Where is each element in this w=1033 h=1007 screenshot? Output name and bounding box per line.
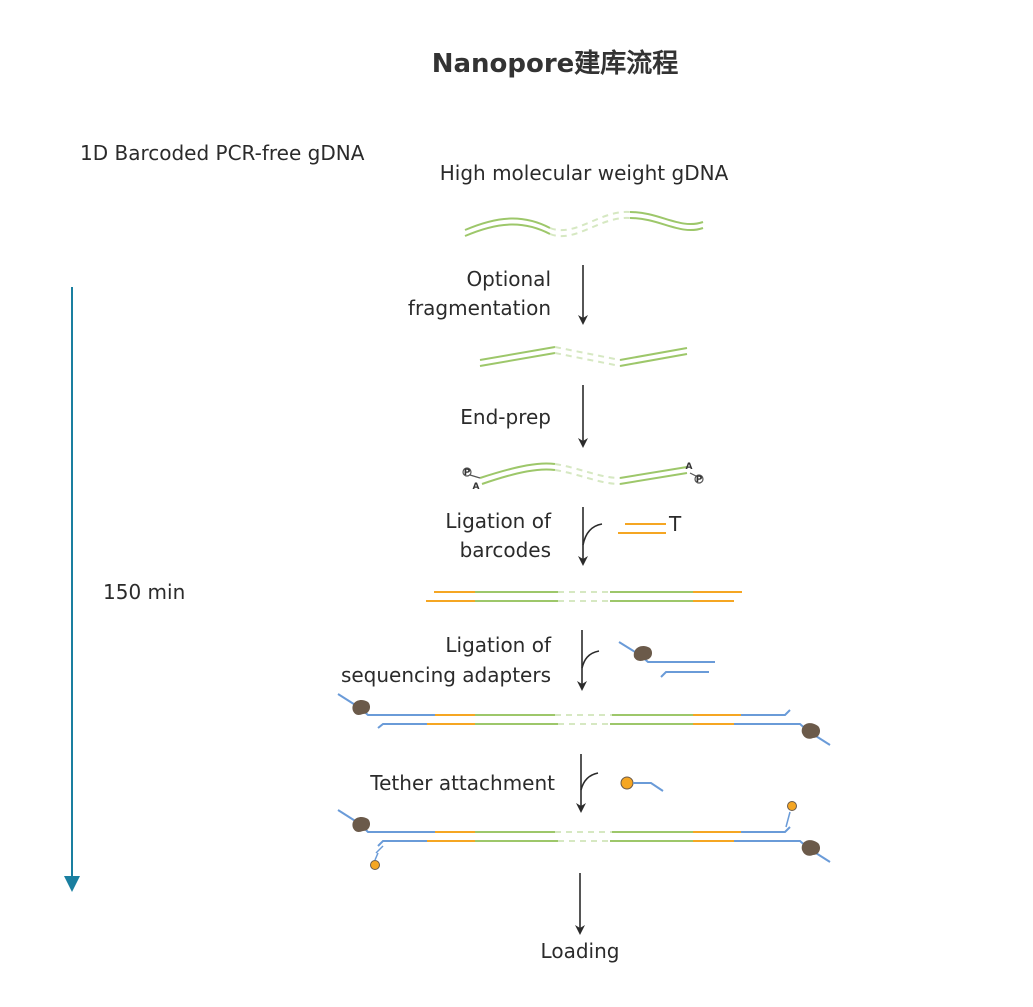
a-tail-mark: A xyxy=(686,462,693,472)
step-loading-label: Loading xyxy=(541,939,620,963)
phosphate-mark: P xyxy=(696,475,703,485)
step-barcode-label-2: barcodes xyxy=(460,538,551,562)
a-tail-mark: A xyxy=(473,482,480,492)
fragmented-dna-icon xyxy=(479,346,688,367)
end-prepped-dna-icon: P P A A xyxy=(462,462,704,492)
t-overhang-mark: T xyxy=(668,512,682,536)
timeline-arrow xyxy=(64,287,80,892)
protocol-name: 1D Barcoded PCR-free gDNA xyxy=(80,141,365,165)
step-end-prep-label: End-prep xyxy=(460,405,551,429)
adapted-dna-icon xyxy=(337,693,831,746)
merge-arrow-icon xyxy=(577,630,600,691)
hmw-dna-icon xyxy=(464,210,704,237)
barcode-adapter-icon xyxy=(618,523,666,534)
step-fragmentation-label-1: Optional xyxy=(466,267,551,291)
sequencing-adapter-icon xyxy=(618,641,715,678)
phosphate-mark: P xyxy=(464,468,471,478)
barcoded-dna-icon xyxy=(426,591,742,602)
step-fragmentation-label-2: fragmentation xyxy=(408,296,551,320)
step-adapter-label-2: sequencing adapters xyxy=(341,663,551,687)
step-barcode-label-1: Ligation of xyxy=(445,509,552,533)
tethered-dna-icon xyxy=(337,801,831,870)
duration-label: 150 min xyxy=(103,580,185,604)
start-label: High molecular weight gDNA xyxy=(440,161,729,185)
step-tether-label: Tether attachment xyxy=(369,771,555,795)
merge-arrow-icon xyxy=(578,507,603,566)
merge-arrow-icon xyxy=(576,754,599,813)
tether-icon xyxy=(620,776,664,792)
step-adapter-label-1: Ligation of xyxy=(445,633,552,657)
page-title: Nanopore建库流程 xyxy=(432,49,679,79)
